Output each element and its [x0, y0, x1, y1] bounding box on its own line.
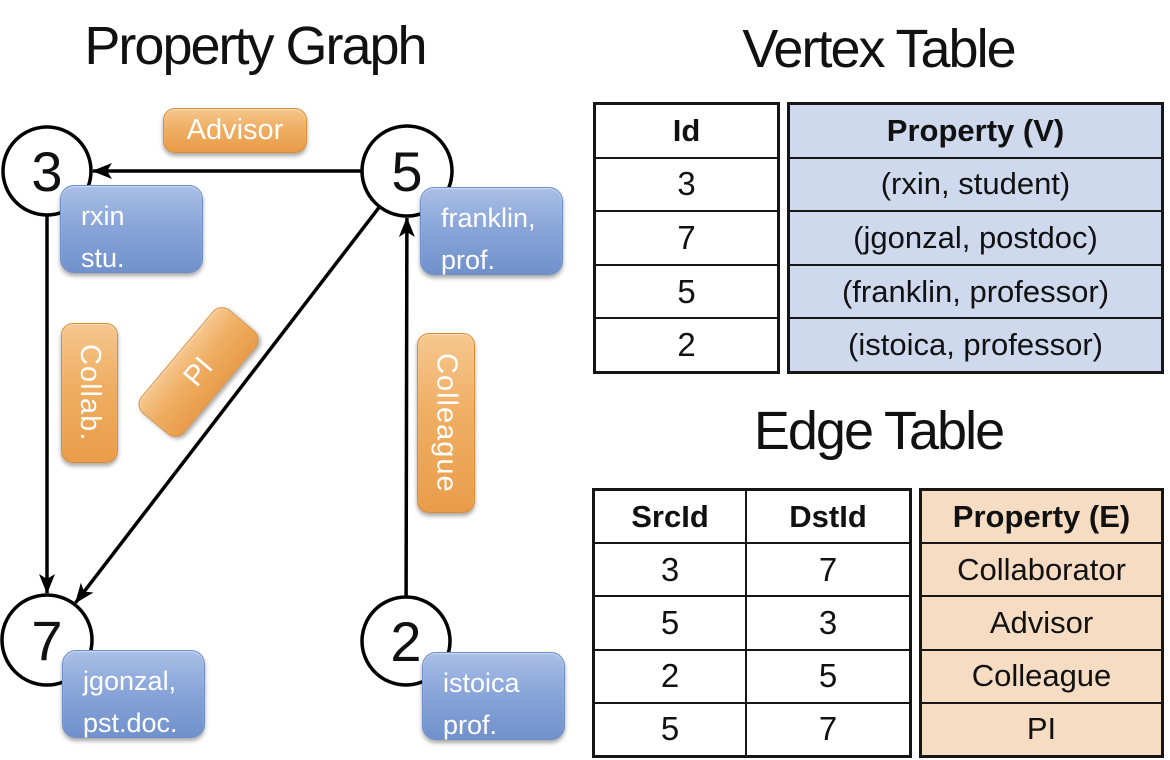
graph-node-id-2: 2 — [390, 610, 421, 673]
graph-edge-5-7 — [74, 205, 381, 604]
edge-table-dstid-cell: 7 — [745, 544, 909, 596]
node-property-line: prof. — [441, 245, 496, 275]
edge-table-id-row: SrcId DstId — [595, 491, 909, 543]
edge-table-property-header: Property (E) — [952, 498, 1131, 534]
edge-label-text: Advisor — [186, 114, 284, 146]
edge-table-srcid-cell: SrcId — [631, 498, 709, 534]
edge-layer — [39, 163, 415, 604]
property-graph-title: Property Graph — [84, 16, 427, 76]
edge-table-srcid-cell: 2 — [660, 657, 680, 695]
node-property-line: stu. — [81, 243, 125, 273]
edge-table-srcid-cell: 5 — [660, 604, 680, 641]
edge-table-property-cell: Advisor — [922, 595, 1161, 648]
edge-label-text: Collab. — [74, 344, 106, 442]
vertex-table-property-cell: (jgonzal, postdoc) — [790, 210, 1161, 264]
node-property-text: franklin, prof. — [421, 188, 536, 281]
node-property-line: jgonzal, — [83, 666, 177, 696]
edge-label-text: PI — [177, 350, 220, 393]
property-graph-diagram: 3 5 7 2 — [0, 124, 454, 687]
edge-table-property-cell: Colleague — [922, 648, 1161, 702]
node-property-line: rxin — [81, 201, 125, 231]
edge-table-property-cell: PI — [922, 701, 1161, 755]
edge-table-dstid-cell: 7 — [745, 703, 909, 756]
node-property-line: pst.doc. — [83, 708, 178, 738]
node-property-line: franklin, — [441, 203, 536, 233]
graph-node-id-5: 5 — [391, 140, 422, 203]
edge-table-dstid-cell: 3 — [745, 597, 909, 649]
edge-table-srcid-cell: 3 — [660, 550, 680, 588]
vertex-table-id-cell: 5 — [596, 263, 777, 318]
vertex-table-id-cell: 3 — [596, 156, 777, 211]
edge-table-dstid-cell: 5 — [745, 650, 909, 702]
vertex-table-property-cell: (rxin, student) — [790, 156, 1161, 211]
edge-label-collab: Collab. — [61, 323, 118, 463]
edge-label-advisor: Advisor — [163, 108, 307, 153]
node-property-text: jgonzal, pst.doc. — [63, 651, 178, 744]
edge-label-text: Colleague — [430, 353, 463, 493]
vertex-table-property-column: Property (V) (rxin, student)(jgonzal, pos… — [787, 102, 1164, 374]
edge-label-colleague: Colleague — [417, 333, 475, 513]
vertex-table-property-cell: (istoica, professor) — [790, 317, 1161, 371]
vertex-table-title: Vertex Table — [742, 19, 1016, 79]
graph-edge-2-5 — [398, 216, 415, 598]
vertex-table-id-cell: 2 — [596, 317, 777, 371]
node-property-label-5: franklin, prof. — [420, 187, 563, 275]
edge-table-property-cell: Collaborator — [922, 542, 1161, 595]
node-property-line: istoica — [443, 668, 520, 698]
node-property-line: prof. — [443, 710, 498, 740]
node-property-label-2: istoica prof. — [422, 652, 565, 740]
edge-table-title: Edge Table — [753, 401, 1005, 461]
edge-table-srcid-cell: 5 — [660, 710, 680, 748]
vertex-table-property-cell: (franklin, professor) — [790, 263, 1161, 318]
graph-node-id-7: 7 — [31, 609, 62, 672]
node-property-label-7: jgonzal, pst.doc. — [62, 650, 205, 738]
node-property-text: rxin stu. — [61, 186, 125, 279]
vertex-table-id-cell: 7 — [596, 210, 777, 264]
node-property-label-3: rxin stu. — [60, 185, 203, 273]
edge-table-dstid-cell: DstId — [745, 491, 909, 543]
vertex-table-property-header: Property (V) — [886, 112, 1065, 148]
graph-node-id-3: 3 — [31, 140, 62, 203]
node-property-text: istoica prof. — [423, 653, 520, 746]
vertex-table-id-header: Id — [672, 112, 701, 148]
